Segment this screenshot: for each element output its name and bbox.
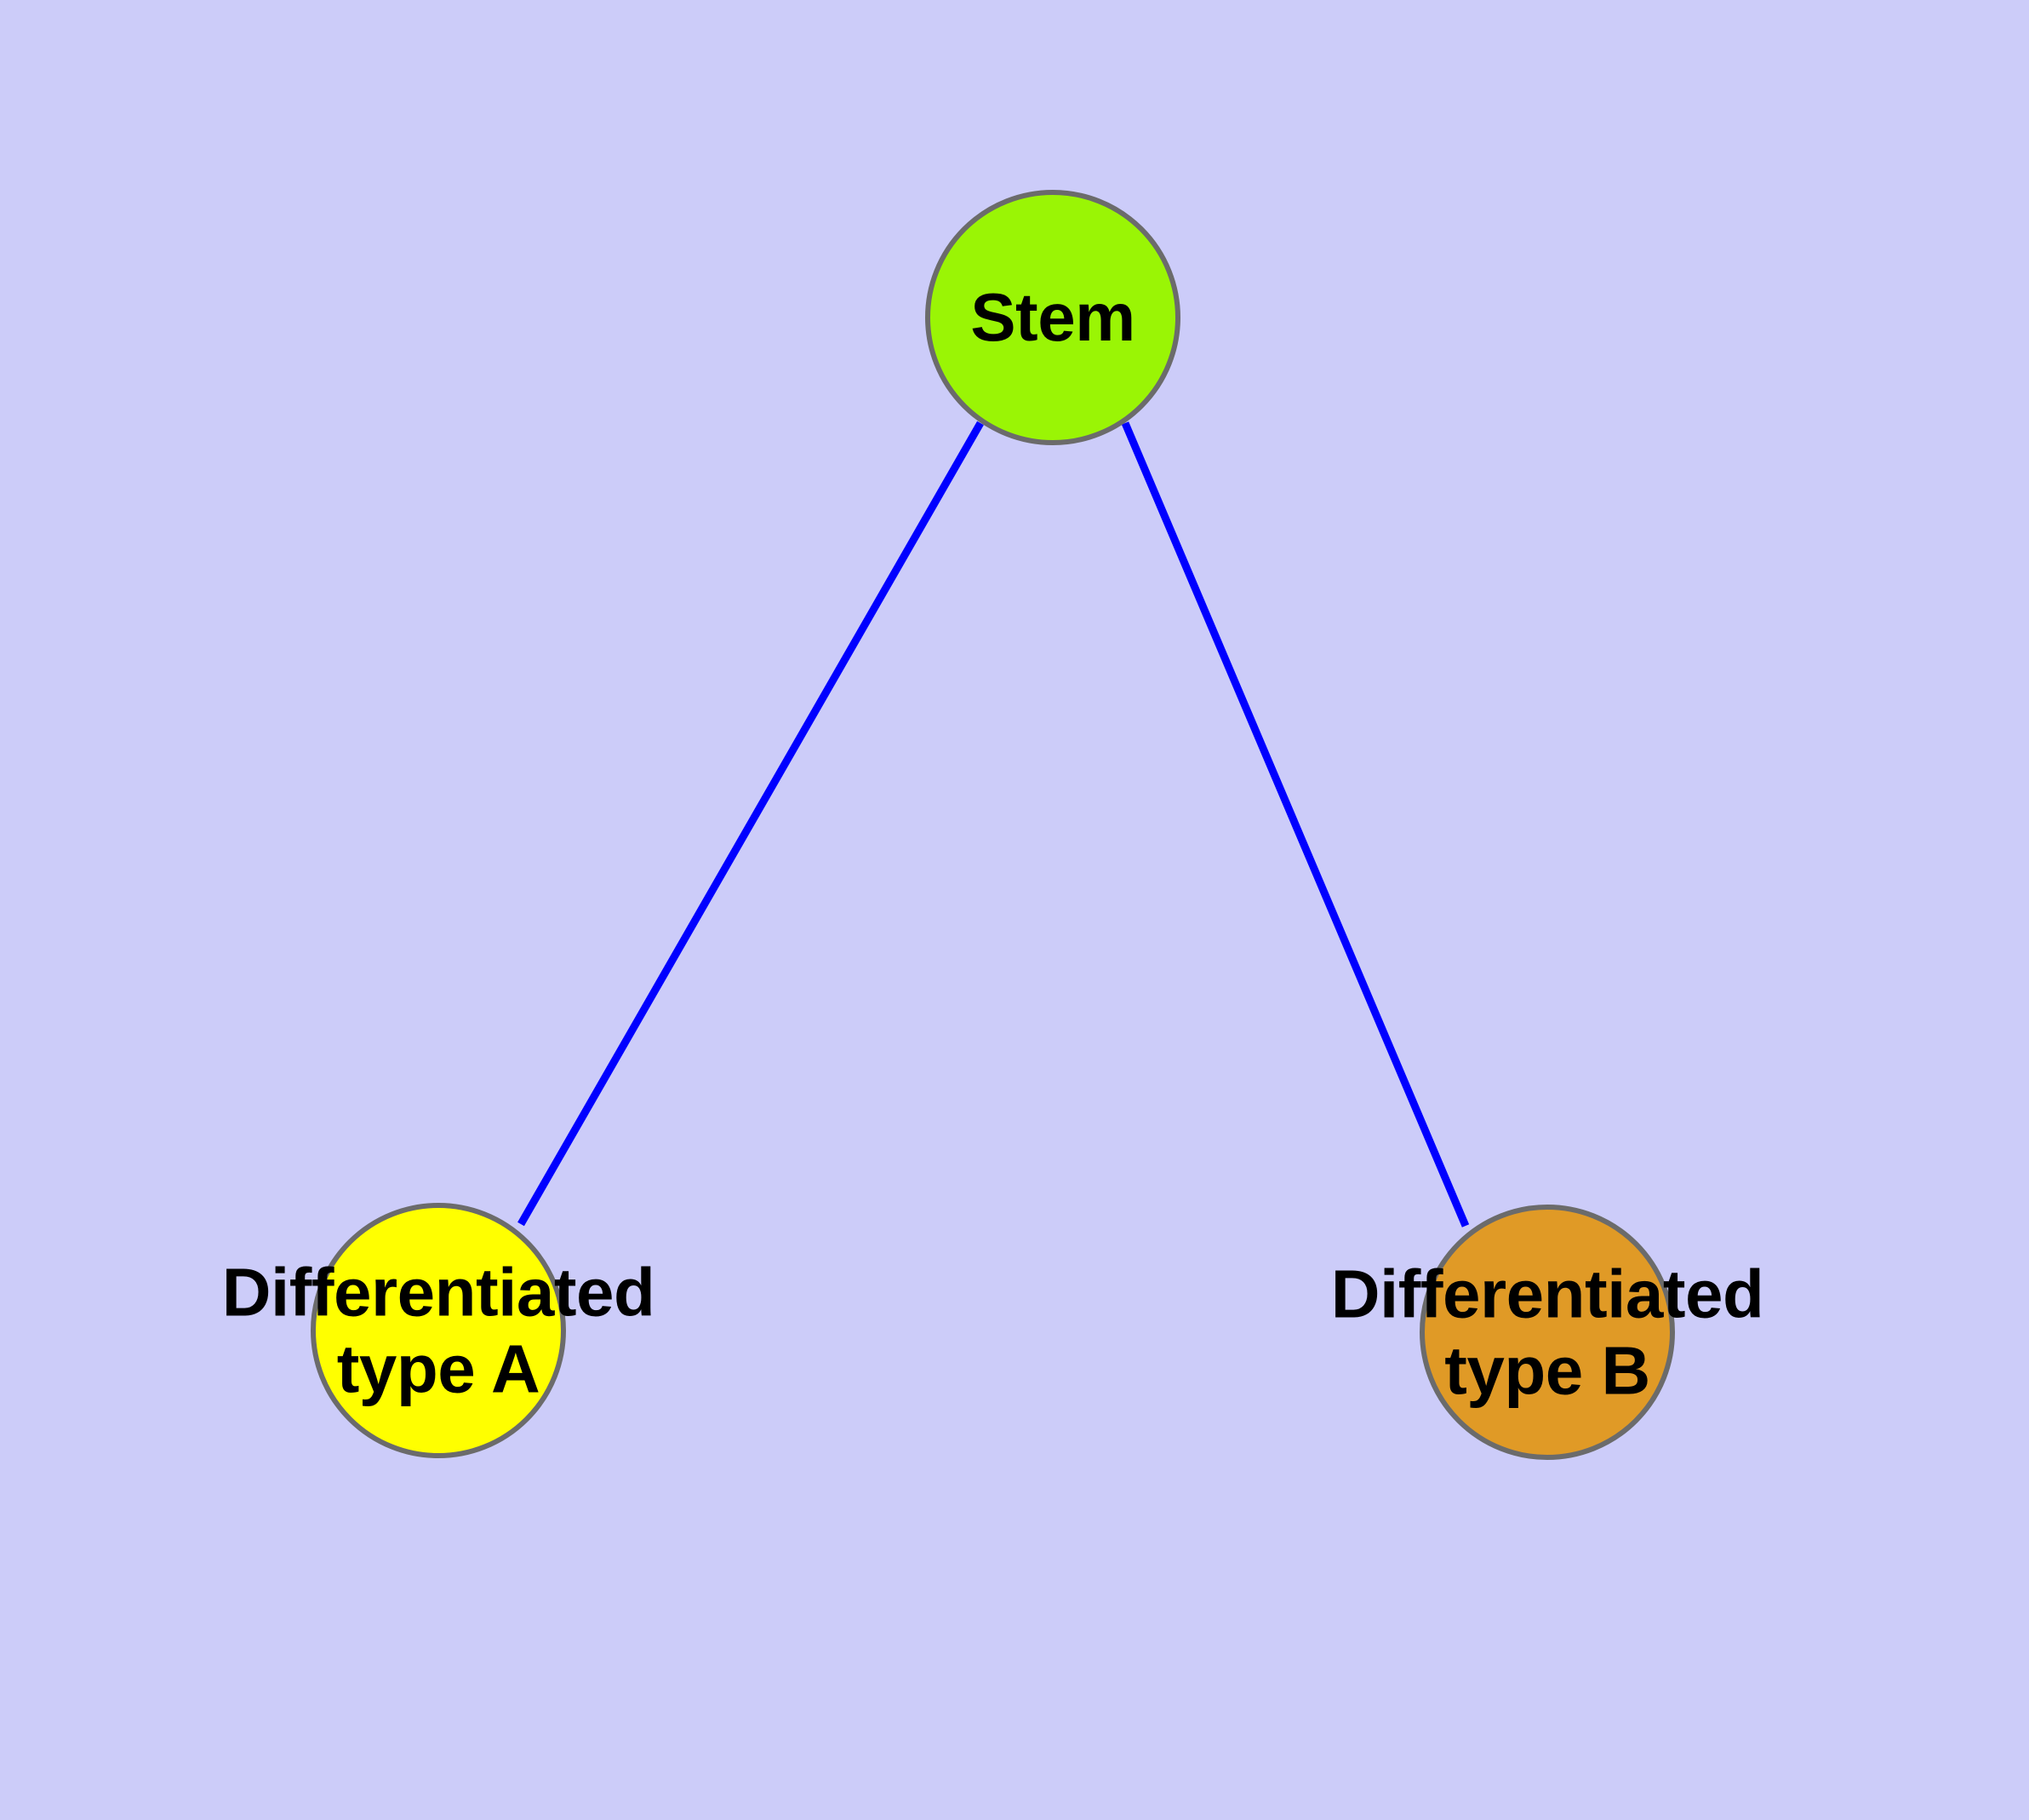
graph-edge-stem-to-diff-b (1121, 421, 1470, 1228)
nodes-layer (311, 190, 1675, 1460)
graph-node-diff-b[interactable] (1420, 1205, 1675, 1460)
graph-node-diff-a[interactable] (311, 1203, 566, 1458)
edges-layer (517, 421, 1470, 1228)
graph-edge-stem-to-diff-a (517, 421, 984, 1227)
graph-node-stem[interactable] (925, 190, 1180, 445)
